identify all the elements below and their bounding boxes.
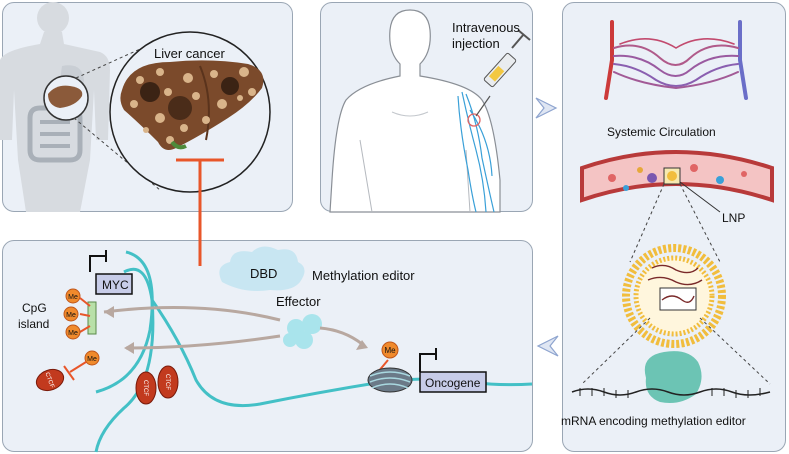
ctcf-protein: CTCF	[35, 368, 65, 392]
vascular-network-icon	[604, 20, 748, 100]
effector-arrows	[103, 306, 363, 350]
inhibition-line	[176, 158, 224, 266]
methyl-group: Me	[377, 341, 399, 373]
svg-text:CTCF: CTCF	[44, 372, 55, 389]
svg-text:CTCF: CTCF	[164, 374, 170, 390]
mrna-ticks	[579, 388, 761, 398]
svg-text:Me: Me	[384, 346, 396, 355]
lnp-zoom-right	[679, 183, 721, 263]
myc-label: MYC	[102, 278, 129, 292]
effector-protein	[283, 314, 322, 349]
zoom-line-bottom	[73, 117, 161, 191]
svg-text:Me: Me	[87, 356, 97, 363]
lnp-pointer	[679, 181, 721, 213]
circulation-panel	[562, 2, 786, 452]
ribosome-icon	[644, 351, 702, 403]
svg-text:Me: Me	[68, 294, 78, 301]
lnp-zoom-left	[629, 183, 665, 263]
svg-text:Me: Me	[66, 312, 76, 319]
methylation-editor-label: Methylation editor	[312, 268, 415, 283]
myc-gene	[89, 250, 133, 295]
intestine-icon	[27, 105, 83, 163]
svg-text:Me: Me	[68, 330, 78, 337]
dbd-domain	[219, 246, 305, 291]
dna-loop	[95, 250, 154, 394]
cancerous-liver	[120, 60, 264, 150]
liver-cancer-label: Liver cancer	[154, 46, 225, 61]
methyl-group: Me	[84, 350, 100, 366]
oncogene-label: Oncogene	[425, 376, 481, 390]
cpg-label-line1: CpG	[22, 301, 47, 315]
systemic-circulation-label: Systemic Circulation	[607, 125, 716, 139]
intravenous-label: Intravenous	[452, 20, 520, 35]
cpg-island-marker	[87, 301, 97, 335]
methyl-group: Me	[63, 306, 91, 322]
arrowhead-3	[356, 340, 368, 350]
svg-text:CTCF: CTCF	[142, 380, 148, 396]
lnp-label: LNP	[722, 211, 745, 225]
small-liver-icon	[48, 85, 83, 108]
blood-vessel-cross-section	[580, 150, 774, 203]
dbd-label: DBD	[250, 266, 277, 281]
arrowhead-2	[124, 342, 134, 354]
methyl-group: Me	[65, 288, 91, 307]
injection-label: injection	[452, 36, 500, 51]
oncogene-gene	[419, 348, 487, 393]
chevron-left-icon	[536, 335, 559, 357]
cpg-label-line2: island	[18, 317, 49, 331]
ctcf-inhibition	[63, 361, 87, 381]
arrowhead-1	[104, 306, 114, 318]
injection-site-marker	[467, 113, 481, 127]
lnp-particle	[622, 244, 726, 348]
blood-vessels	[457, 91, 495, 213]
nucleosome	[367, 367, 413, 393]
mrna-zoom-right	[699, 317, 771, 385]
mrna-zoom-left	[581, 317, 651, 385]
ctcf-protein: CTCF	[135, 371, 157, 405]
ctcf-protein: CTCF	[157, 365, 179, 399]
methyl-group: Me	[65, 324, 91, 340]
mrna-label: mRNA encoding methylation editor	[561, 414, 746, 428]
effector-label: Effector	[276, 294, 321, 309]
syringe-icon	[475, 29, 531, 117]
chevron-right-icon	[535, 97, 558, 119]
